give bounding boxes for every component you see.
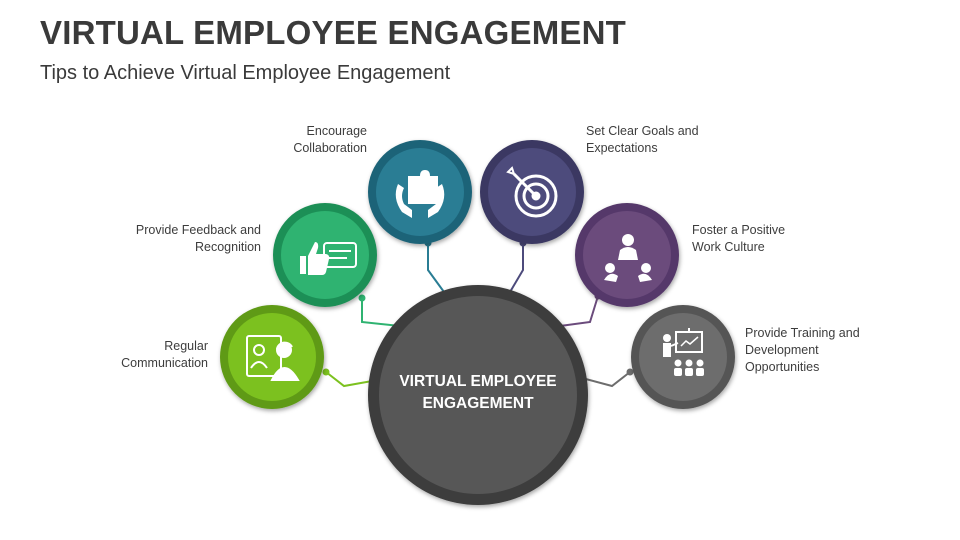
video-call-icon	[246, 335, 300, 381]
presentation-training-icon	[663, 328, 704, 376]
connector-culture	[559, 295, 599, 327]
node-collaboration	[368, 140, 472, 244]
label-feedback: Provide Feedback and Recognition	[135, 223, 261, 254]
puzzle-hands-icon	[395, 170, 445, 218]
connector-collaboration	[427, 243, 445, 293]
node-training	[631, 305, 735, 409]
connector-training	[581, 371, 631, 388]
thumbs-up-feedback-icon	[300, 242, 357, 275]
connector-goals	[509, 243, 524, 293]
page-subtitle: Tips to Achieve Virtual Employee Engagem…	[40, 62, 451, 84]
page-title: VIRTUAL EMPLOYEE ENGAGEMENT	[40, 14, 627, 51]
label-culture: Foster a Positive Work Culture	[692, 223, 786, 254]
node-culture	[575, 203, 679, 307]
team-circle-icon	[604, 234, 652, 282]
connector-dot-feedback	[358, 294, 366, 302]
central-hub	[368, 285, 588, 505]
node-regular-communication	[220, 305, 324, 409]
connector-feedback	[361, 298, 401, 327]
label-collaboration: Encourage Collaboration	[293, 124, 367, 155]
node-feedback	[273, 203, 377, 307]
label-goals: Set Clear Goals and Expectations	[586, 124, 699, 155]
central-hub-label: VIRTUAL EMPLOYEE ENGAGEMENT	[399, 373, 557, 412]
node-goals	[480, 140, 584, 244]
label-training: Provide Training and Development Opportu…	[745, 326, 860, 374]
target-arrow-icon	[506, 166, 558, 218]
connector-dot-regular-communication	[322, 368, 330, 376]
label-regular-communication: Regular Communication	[121, 339, 208, 370]
connector-dot-training	[626, 368, 634, 376]
